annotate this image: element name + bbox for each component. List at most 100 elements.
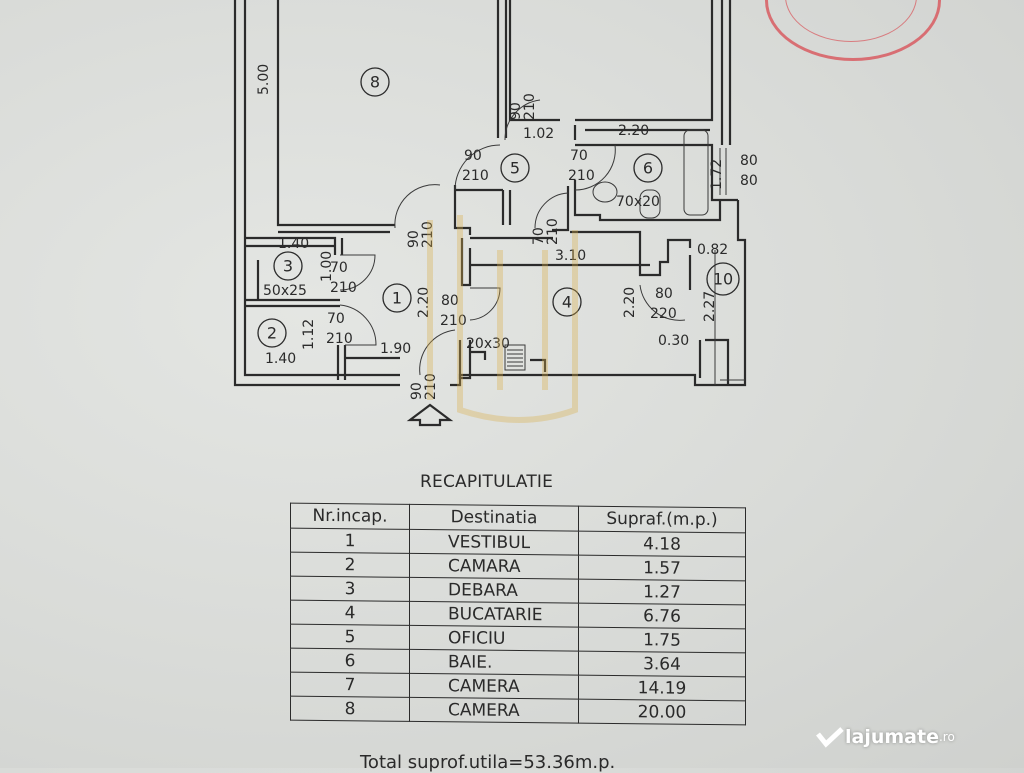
dimension-label: 50x25 [263, 283, 307, 299]
dimension-label: 1.90 [380, 341, 411, 357]
bathtub [683, 129, 709, 216]
dimension-label: 20x30 [466, 336, 510, 352]
dimension-label: 70 [330, 260, 348, 276]
room-number: 10 [713, 270, 733, 289]
room-number-cell: 1 [290, 528, 410, 554]
room-number-circle [633, 153, 663, 183]
room-number-circle [706, 262, 740, 296]
dimension-label: 220 [650, 306, 677, 322]
dimension-label: 210 [423, 373, 439, 400]
room-purpose-cell: CAMERA [409, 697, 579, 724]
dimension-label: 90 [406, 230, 422, 248]
dimension-label: 2.20 [622, 287, 638, 318]
room-area-cell: 6.76 [578, 603, 746, 629]
dimension-label: 80 [740, 153, 758, 169]
dimension-label: 3.10 [555, 248, 586, 264]
room-number-cell: 3 [290, 576, 410, 602]
heart-logo-icon [816, 727, 844, 748]
dimension-label: 210 [462, 168, 489, 184]
room-purpose-cell: CAMARA [409, 553, 579, 580]
dimension-label: 210 [330, 280, 357, 296]
room-area-cell: 20.00 [578, 699, 746, 725]
agency-watermark-logo [427, 215, 578, 423]
room-number-circle [273, 251, 303, 281]
dimension-label: 210 [420, 221, 436, 248]
room-area-cell: 4.18 [578, 531, 746, 557]
dimension-label: 80 [655, 286, 673, 302]
room-purpose-cell: OFICIU [409, 625, 579, 652]
room-purpose-cell: BAIE. [409, 649, 579, 676]
room-number-cell: 8 [290, 696, 410, 722]
room-number: 5 [510, 159, 520, 178]
dimension-label: 1.40 [278, 236, 309, 252]
room-area-cell: 3.64 [578, 651, 746, 677]
room-area-cell: 1.57 [578, 555, 746, 581]
dimension-label: 2.27 [702, 291, 718, 322]
room-number-cell: 7 [290, 672, 410, 698]
room-purpose-cell: BUCATARIE [409, 601, 579, 628]
column-header: Destinatia [409, 504, 579, 532]
room-purpose-cell: CAMERA [409, 673, 579, 700]
dimension-label: 90 [508, 102, 524, 120]
room-number-cell: 4 [290, 600, 410, 626]
room-number: 6 [643, 159, 653, 178]
dimension-label: 1.12 [301, 319, 317, 350]
dimension-label: 90 [409, 382, 425, 400]
dimension-label: 0.30 [658, 333, 689, 349]
dimension-label: 90 [464, 148, 482, 164]
room-number: 4 [562, 293, 572, 312]
dimension-label: 210 [522, 93, 538, 120]
sink [639, 189, 661, 219]
room-numbers: 8 5 6 3 10 1 4 2 [257, 67, 740, 348]
entrance-arrow-icon [406, 403, 454, 427]
dimension-label: 0.82 [697, 242, 728, 258]
dimension-label: 210 [326, 331, 353, 347]
toilet [592, 181, 618, 203]
dimension-label: 70x20 [616, 194, 660, 210]
room-number: 8 [370, 73, 380, 92]
dimension-label: 70 [327, 311, 345, 327]
dimension-label: 1.40 [265, 351, 296, 367]
dimension-label: 1.00 [319, 251, 335, 282]
logo-tld: .ro [938, 730, 955, 744]
column-header: Supraf.(m.p.) [578, 506, 746, 533]
ventilation-shaft [504, 344, 526, 371]
room-number-circle [382, 283, 412, 313]
dimension-label: 70 [531, 227, 547, 245]
lajumate-watermark: lajumate.ro [815, 726, 955, 748]
room-purpose-cell: DEBARA [409, 577, 579, 604]
room-number-circle [360, 67, 390, 97]
room-number: 1 [392, 289, 402, 308]
room-area-cell: 14.19 [578, 675, 746, 701]
column-header: Nr.incap. [290, 503, 410, 530]
total-area: Total suprof.utila=53.36m.p. [360, 752, 616, 773]
room-area-cell: 1.27 [578, 579, 746, 605]
room-number-circle [257, 318, 287, 348]
dimension-label: 80 [441, 293, 459, 309]
dimension-label: 5.00 [256, 64, 272, 95]
walls [233, 0, 747, 427]
summary-title: RECAPITULATIE [420, 472, 554, 492]
room-purpose-cell: VESTIBUL [409, 529, 579, 556]
logo-site: lajumate [845, 726, 939, 748]
room-number-circle [552, 287, 582, 317]
dimension-label: 1.72 [709, 159, 725, 190]
room-number-cell: 2 [290, 552, 410, 578]
dimension-label: 2.20 [618, 123, 649, 139]
room-number: 3 [283, 257, 293, 276]
dimension-label: 210 [568, 168, 595, 184]
dimension-label: 70 [570, 148, 588, 164]
dimension-label: 210 [440, 313, 467, 329]
dimension-label: 1.02 [523, 126, 554, 142]
dimension-label: 80 [740, 173, 758, 189]
room-number-cell: 6 [290, 648, 410, 674]
dimension-label: 210 [545, 218, 561, 245]
room-number-circle [500, 153, 530, 183]
room-number: 2 [267, 324, 277, 343]
dimension-label: 2.20 [416, 287, 432, 318]
room-area-cell: 1.75 [578, 627, 746, 653]
